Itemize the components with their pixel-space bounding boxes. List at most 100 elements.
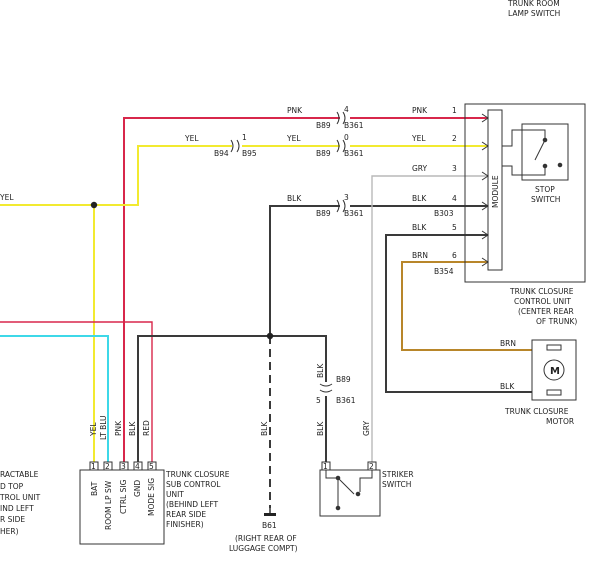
module-pin-2: 2 (452, 134, 457, 143)
module-label: MODULE (491, 175, 500, 208)
wire-gry (371, 175, 488, 466)
retractable-label-5: R SIDE (0, 515, 25, 524)
striker-label-1: STRIKER (382, 470, 414, 479)
connector-yel (336, 139, 346, 153)
wire-label-blk-v: BLK (128, 421, 137, 436)
control-unit-label-3: (CENTER REAR (518, 307, 574, 316)
module-pin-5: 5 (452, 223, 457, 232)
wire-brn (401, 261, 532, 351)
striker-pin-2: 2 (369, 462, 374, 471)
wire-blk-striker (270, 335, 327, 466)
conn-b89-yel: B89 (316, 149, 331, 158)
conn-b94: B94 (214, 149, 229, 158)
motor-symbol: M (550, 366, 560, 377)
sub-unit-pin-3: 3 (121, 462, 126, 471)
wire-label-brn-b: BRN (500, 339, 516, 348)
striker-label-2: SWITCH (382, 480, 411, 489)
wire-label-blk-striker-top: BLK (316, 363, 325, 378)
striker-pin-markers (321, 461, 377, 471)
motor-box (531, 339, 577, 401)
stop-switch-label-1: STOP (535, 185, 555, 194)
conn-b361-pnk: B361 (344, 121, 364, 130)
wire-label-gry: GRY (412, 164, 428, 173)
pin-striker: 5 (316, 396, 321, 405)
wire-label-pnk-b: PNK (412, 106, 428, 115)
motor-icon: M (543, 344, 565, 396)
stop-switch-box (521, 123, 569, 181)
lamp-switch-label-1: TRUNK ROOM (507, 0, 560, 8)
sub-unit-label-5: REAR SIDE (166, 510, 206, 519)
module-pin-arrows (481, 113, 489, 267)
connector-yel-left (230, 139, 240, 153)
wire-label-yel-c: YEL (411, 134, 426, 143)
sub-unit-pin-5: 5 (149, 462, 154, 471)
module-pin-1: 1 (452, 106, 457, 115)
wire-ltblu (0, 335, 109, 466)
conn-b89-pnk: B89 (316, 121, 331, 130)
wire-label-blk-striker-bottom: BLK (316, 421, 325, 436)
wire-label-yel-b: YEL (286, 134, 301, 143)
conn-b89-striker: B89 (336, 375, 351, 384)
striker-pin-1: 1 (323, 462, 328, 471)
retractable-label-6: HER) (0, 527, 19, 536)
junction-dot-blk (266, 332, 274, 340)
wire-label-blk-c: BLK (412, 223, 427, 232)
retractable-label-4: IND LEFT (0, 504, 34, 513)
wire-label-ltblu-v: LT BLU (99, 415, 108, 440)
pin-yel: 0 (344, 133, 349, 142)
stop-switch-icon (502, 129, 563, 176)
junction-dot-yel (90, 201, 98, 209)
wire-label-blk-motor: BLK (500, 382, 515, 391)
wire-label-pnk-a: PNK (287, 106, 303, 115)
sub-unit-label-2: SUB CONTROL (166, 480, 221, 489)
conn-b303: B303 (434, 209, 454, 218)
conn-b89-blk: B89 (316, 209, 331, 218)
pin-yel-left: 1 (242, 133, 247, 142)
module-box (487, 109, 503, 271)
wire-label-blk-ground: BLK (260, 421, 269, 436)
connector-blk (336, 199, 346, 213)
wire-label-gry-striker: GRY (362, 420, 371, 436)
sub-unit-label-4: (BEHIND LEFT (166, 500, 219, 509)
module-pin-3: 3 (452, 164, 457, 173)
sub-unit-pin-label-ctrl-sig: CTRL SIG (119, 479, 128, 514)
sub-unit-label-6: FINISHER) (166, 520, 204, 529)
retractable-label-3: TROL UNIT (0, 493, 41, 502)
conn-b354: B354 (434, 267, 454, 276)
sub-unit-pin-label-gnd: GND (133, 480, 142, 497)
control-unit-label-1: TRUNK CLOSURE (509, 287, 574, 296)
sub-unit-label-3: UNIT (166, 490, 184, 499)
sub-unit-pin-4: 4 (135, 462, 140, 471)
lamp-switch-label-2: LAMP SWITCH (508, 9, 560, 18)
wire-label-blk-b: BLK (412, 194, 427, 203)
sub-unit-pin-label-bat: BAT (90, 481, 99, 496)
module-pin-6: 6 (452, 251, 457, 260)
sub-unit-pin-label-room-lp: ROOM LP SW (104, 480, 113, 530)
control-unit-box (464, 103, 586, 283)
control-unit-label-4: OF TRUNK) (536, 317, 577, 326)
wire-label-yel-left: YEL (0, 193, 14, 202)
connector-striker (319, 383, 333, 393)
module-pin-4: 4 (452, 194, 457, 203)
connector-pnk (336, 111, 346, 125)
ground-label-1: (RIGHT REAR OF (235, 534, 297, 543)
wire-pnk (123, 117, 488, 466)
sub-unit-pin-1: 1 (91, 462, 96, 471)
wire-label-pnk-v: PNK (114, 420, 123, 436)
motor-label-1: TRUNK CLOSURE (504, 407, 569, 416)
wire-label-blk-a: BLK (287, 194, 302, 203)
wire-blk-motor (385, 234, 532, 393)
sub-unit-label-1: TRUNK CLOSURE (165, 470, 230, 479)
wire-label-red-v: RED (142, 420, 151, 436)
conn-b361-yel: B361 (344, 149, 364, 158)
wire-red (0, 321, 153, 466)
conn-b361-blk: B361 (344, 209, 364, 218)
conn-b95: B95 (242, 149, 257, 158)
retractable-label-2: D TOP (0, 482, 24, 491)
sub-unit-pin-2: 2 (105, 462, 110, 471)
control-unit-label-2: CONTROL UNIT (514, 297, 571, 306)
striker-switch-box (319, 469, 381, 517)
sub-unit-pin-label-mode-sig: MODE SIG (147, 478, 156, 516)
wire-label-brn-a: BRN (412, 251, 428, 260)
